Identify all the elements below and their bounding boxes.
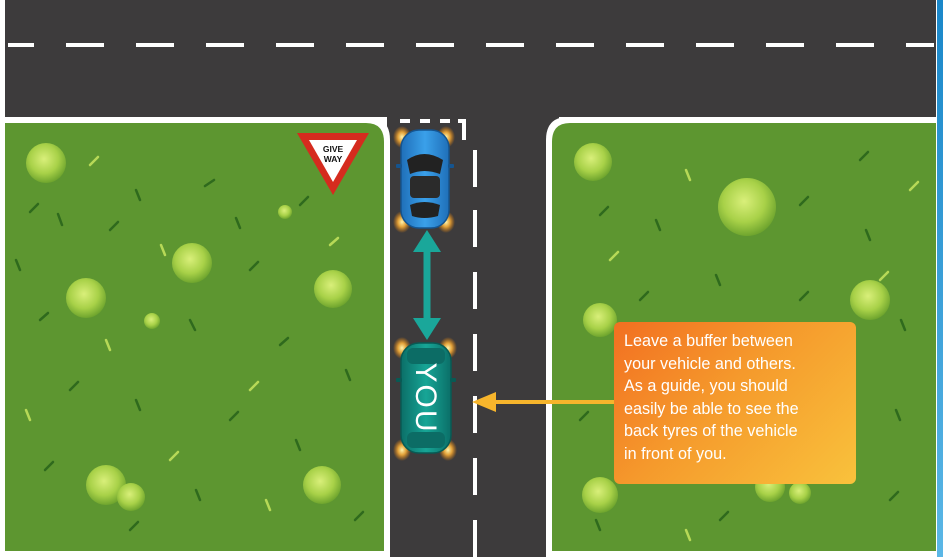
your-car-label: YOU [409,362,442,433]
callout-line-5: back tyres of the vehicle [624,420,848,443]
give-way-sign-line2: WAY [324,154,343,164]
callout-line-2: your vehicle and others. [624,353,848,376]
lead-car [393,126,455,233]
your-car: YOU [393,337,457,461]
callout-line-1: Leave a buffer between [624,330,848,353]
frame-accent [937,0,943,557]
buffer-callout: Leave a buffer between your vehicle and … [614,322,856,484]
give-way-sign-line1: GIVE [323,144,344,154]
callout-line-3: As a guide, you should [624,375,848,398]
main-road [5,0,936,117]
callout-line-4: easily be able to see the [624,398,848,421]
callout-line-6: in front of you. [624,443,848,466]
